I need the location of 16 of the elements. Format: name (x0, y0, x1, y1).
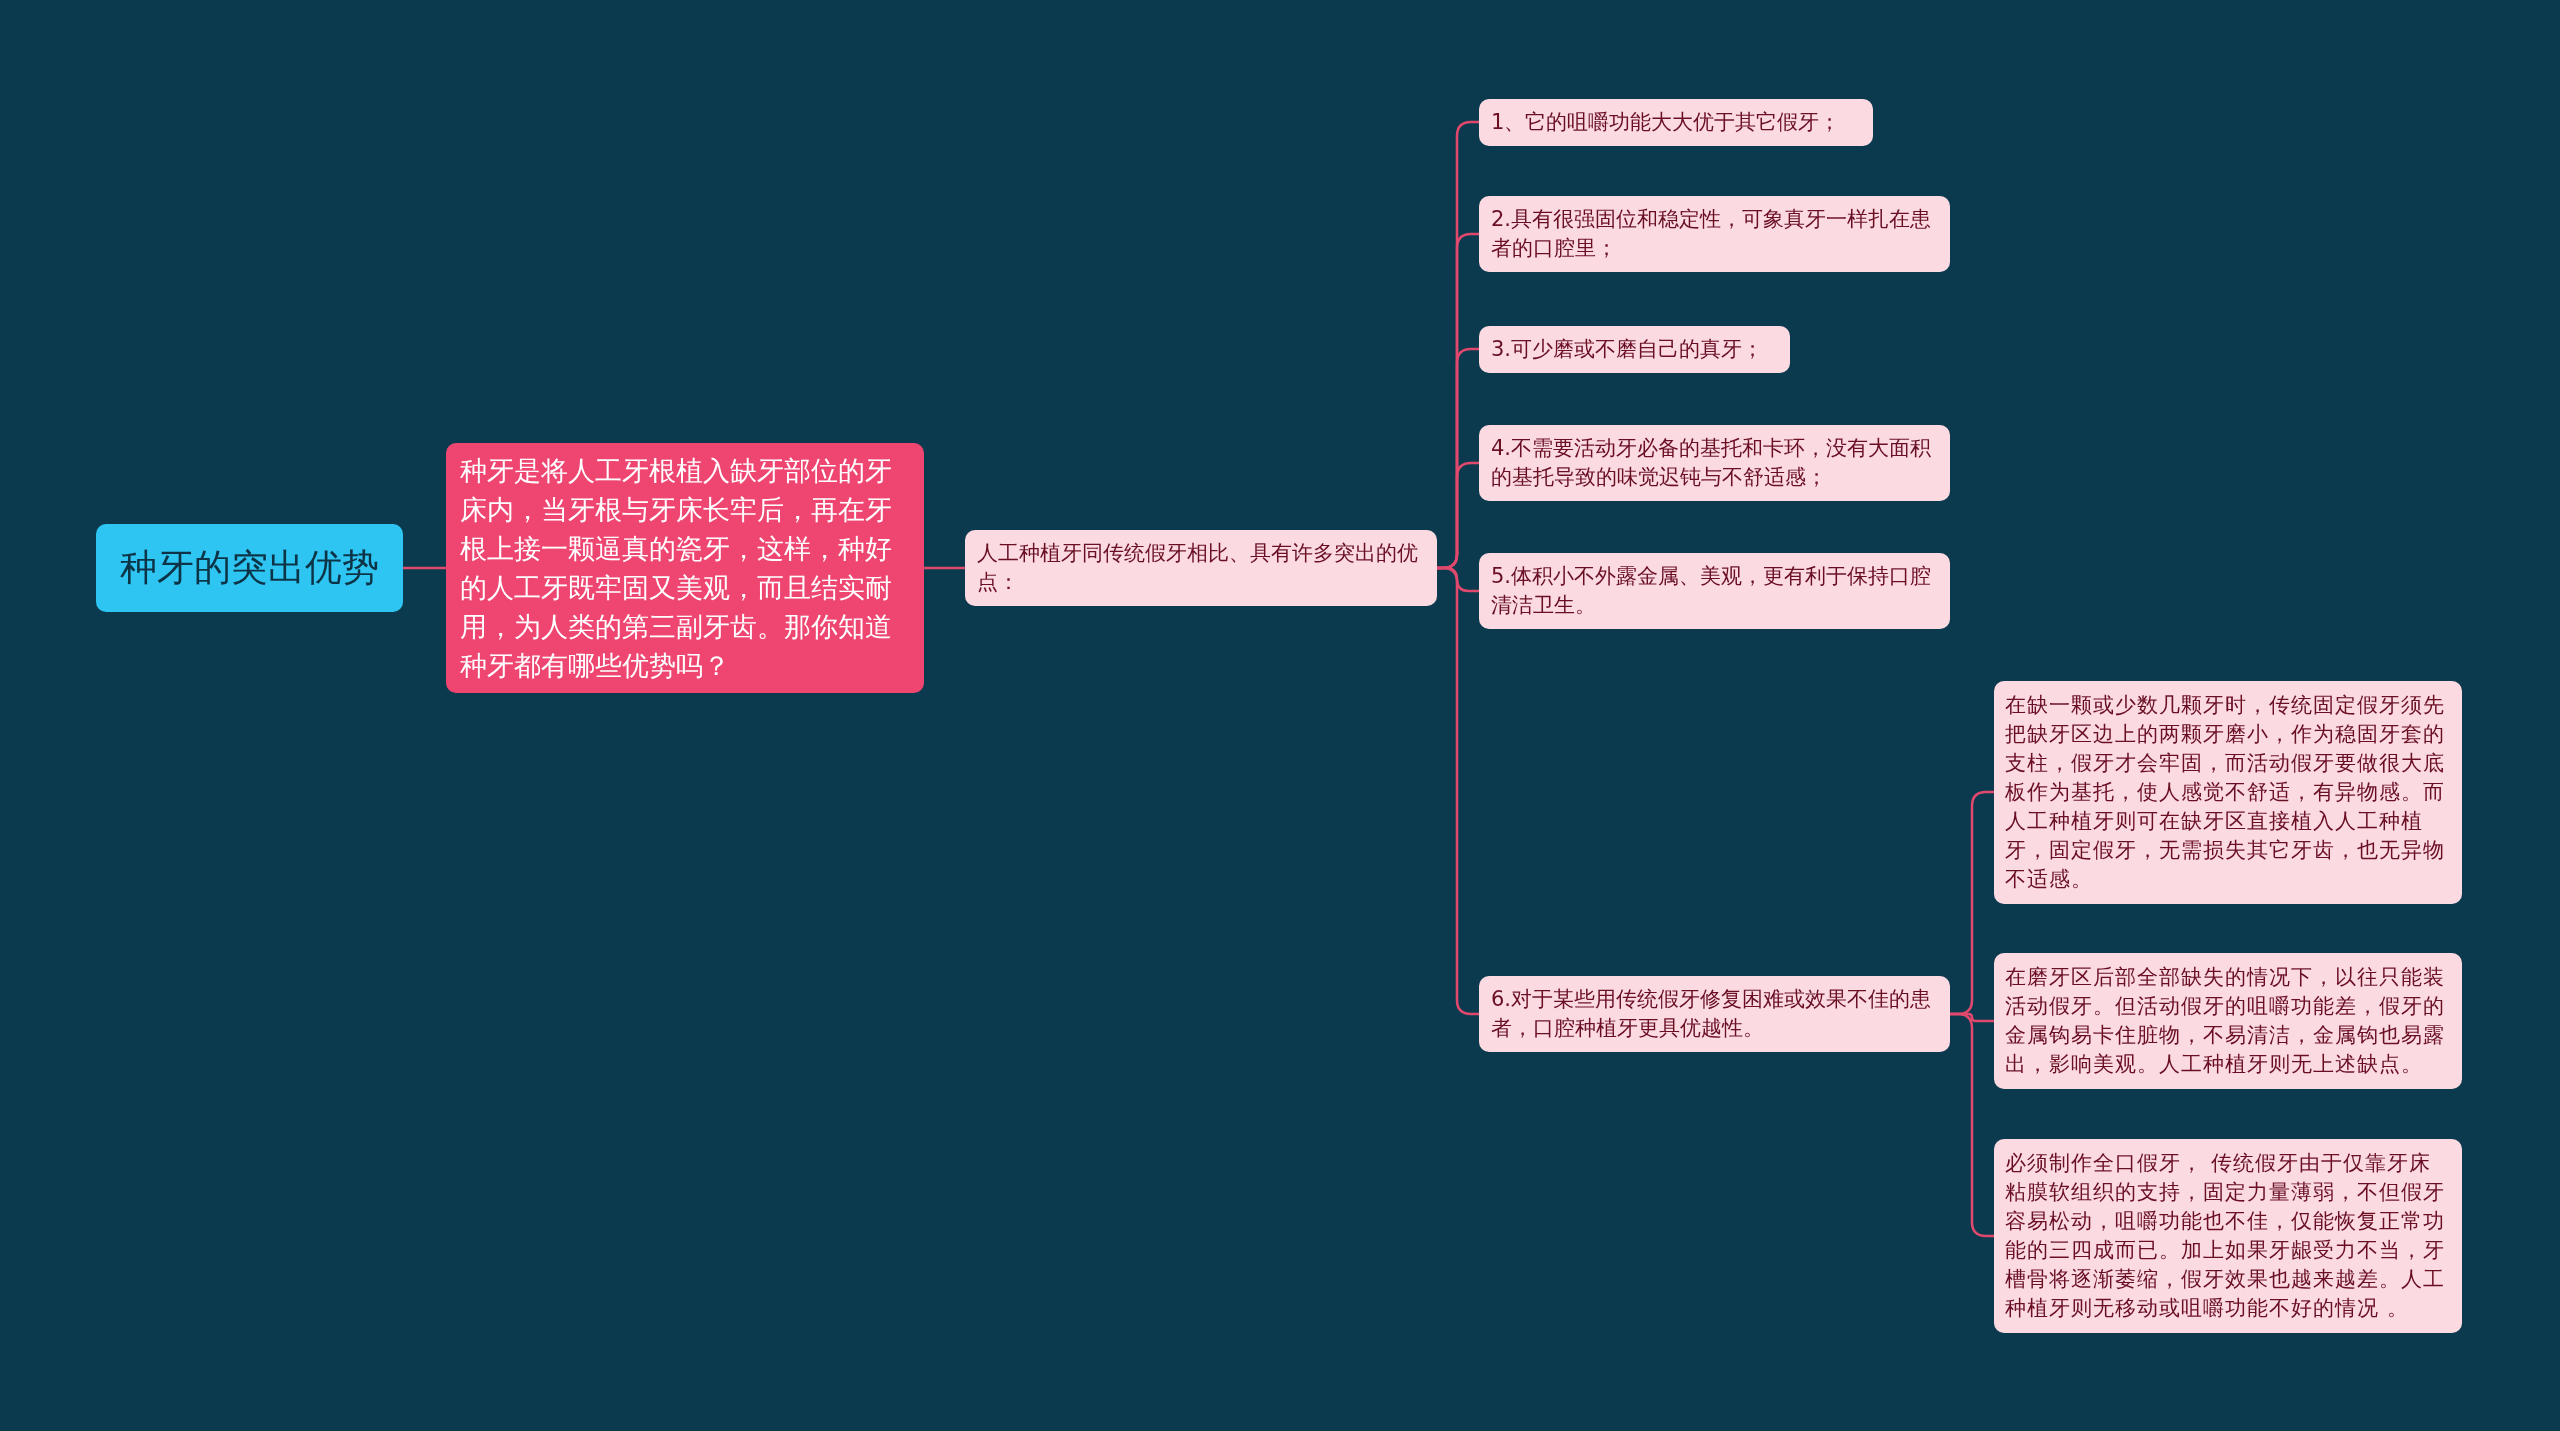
connector-line (1437, 566, 1479, 1016)
connector-line (1950, 1012, 1994, 1238)
topic-box: 在缺一颗或少数几颗牙时，传统固定假牙须先把缺牙区边上的两颗牙磨小，作为稳固牙套的支柱，假牙才会牢固，而活动假牙要做很大底板作为基托，使人感觉不舒适，有异物感。而人工种植牙则可在缺牙区直接植入人工种植牙，固定假牙，无需损失其它牙齿，也无异物不适感。 (1994, 680, 2462, 904)
topic-box: 必须制作全口假牙， 传统假牙由于仅靠牙床粘膜软组织的支持，固定力量薄弱，不但假牙容易松动，咀嚼功能也不佳，仅能恢复正常功能的三四成而已。加上如果牙龈受力不当，牙槽骨将逐渐萎缩，假牙效果也越来越差。人工种植牙则无移动或咀嚼功能不好的情况 。 (1994, 1139, 2462, 1333)
topic-box: 3.可少磨或不磨自己的真牙； (1479, 325, 1790, 373)
topic-box: 1、它的咀嚼功能大大优于其它假牙； (1479, 98, 1873, 146)
topic-box: 6.对于某些用传统假牙修复困难或效果不佳的患者，口腔种植牙更具优越性。 (1479, 976, 1950, 1052)
topic-box: 在磨牙区后部全部缺失的情况下，以往只能装活动假牙。但活动假牙的咀嚼功能差，假牙的金属钩易卡住脏物，不易清洁，金属钩也易露出，影响美观。人工种植牙则无上述缺点。 (1994, 953, 2462, 1089)
topic-box: 2.具有很强固位和稳定性，可象真牙一样扎在患者的口腔里； (1479, 196, 1950, 272)
topic-box: 人工种植牙同传统假牙相比、具有许多突出的优点： (965, 530, 1437, 606)
connector-line (403, 566, 446, 570)
topic-box: 种牙是将人工牙根植入缺牙部位的牙床内，当牙根与牙床长牢后，再在牙根上接一颗逼真的瓷牙，这样，种好的人工牙既牢固又美观，而且结实耐用，为人类的第三副牙齿。那你知道种牙都有哪些优势吗？ (446, 443, 924, 693)
topic-box: 4.不需要活动牙必备的基托和卡环，没有大面积的基托导致的味觉迟钝与不舒适感； (1479, 425, 1950, 501)
root-topic-box: 种牙的突出优势 (96, 524, 403, 612)
topic-box: 5.体积小不外露金属、美观，更有利于保持口腔清洁卫生。 (1479, 553, 1950, 629)
connector-line (924, 566, 965, 570)
